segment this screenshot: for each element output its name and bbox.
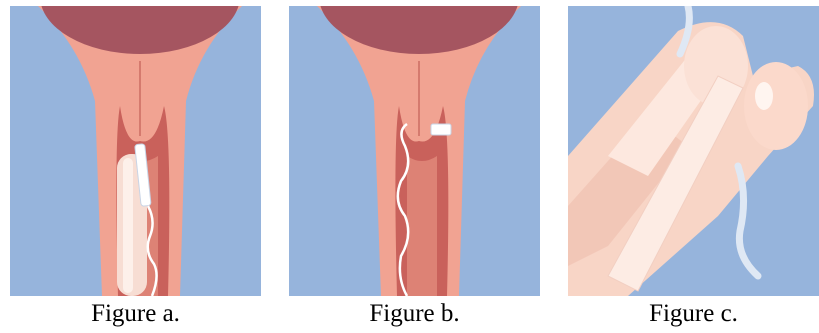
figure-b-caption: Figure b. bbox=[289, 299, 540, 329]
figure-a-svg bbox=[10, 6, 261, 296]
figure-c-caption: Figure c. bbox=[568, 299, 819, 329]
thumb-nail bbox=[755, 82, 773, 110]
figure-b-illustration bbox=[289, 6, 540, 296]
thumb-tip bbox=[744, 62, 808, 150]
applicator-highlight bbox=[123, 158, 133, 293]
figure-c-illustration bbox=[568, 6, 819, 296]
figure-c-svg bbox=[568, 6, 819, 296]
tampon-inserted bbox=[431, 124, 451, 135]
canal-highlight bbox=[407, 156, 437, 296]
figure-b-svg bbox=[289, 6, 540, 296]
figure-a-illustration bbox=[10, 6, 261, 296]
figure-a-caption: Figure a. bbox=[10, 299, 261, 329]
